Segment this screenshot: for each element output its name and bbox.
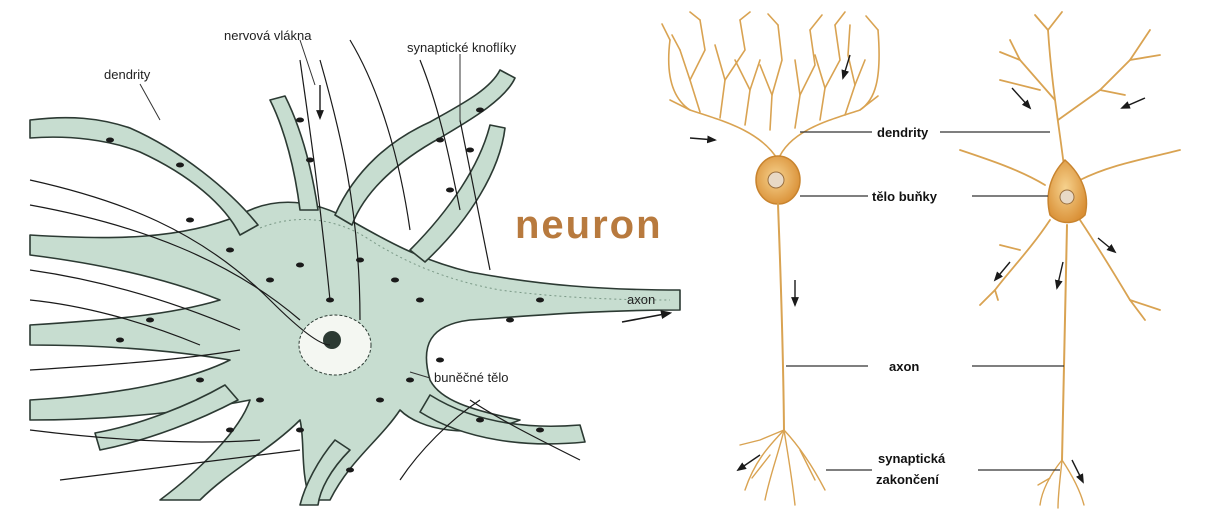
right-leader-lines [786, 132, 1064, 470]
purkinje-terminals [740, 430, 825, 505]
right-neuron-purkinje [662, 12, 879, 505]
right-label-axon: axon [889, 359, 919, 374]
purkinje-nucleus [768, 172, 784, 188]
left-axon-arrow [622, 313, 670, 322]
left-label-axon: axon [627, 292, 655, 307]
pyramidal-arrows [995, 88, 1145, 482]
pyramidal-axon [1062, 225, 1067, 460]
pyramidal-terminals [1038, 460, 1084, 508]
left-nucleolus [323, 331, 341, 349]
purkinje-axon [778, 204, 784, 430]
diagram-title: neuron [515, 203, 663, 247]
right-label-cell-body: tělo buňky [872, 189, 938, 204]
left-neuron-figure: dendrity nervová vlákna synaptické knofl… [30, 28, 680, 505]
pyramidal-nucleus [1060, 190, 1074, 204]
left-label-nerve-fibers: nervová vlákna [224, 28, 312, 43]
left-label-cell-body: buněčné tělo [434, 370, 508, 385]
right-neuron-pyramidal [960, 12, 1180, 508]
right-label-synaptic-line2: zakončení [876, 472, 939, 487]
right-label-dendrites: dendrity [877, 125, 929, 140]
left-label-dendrites: dendrity [104, 67, 151, 82]
right-label-synaptic-line1: synaptická [878, 451, 946, 466]
left-label-synaptic-knobs: synaptické knoflíky [407, 40, 517, 55]
